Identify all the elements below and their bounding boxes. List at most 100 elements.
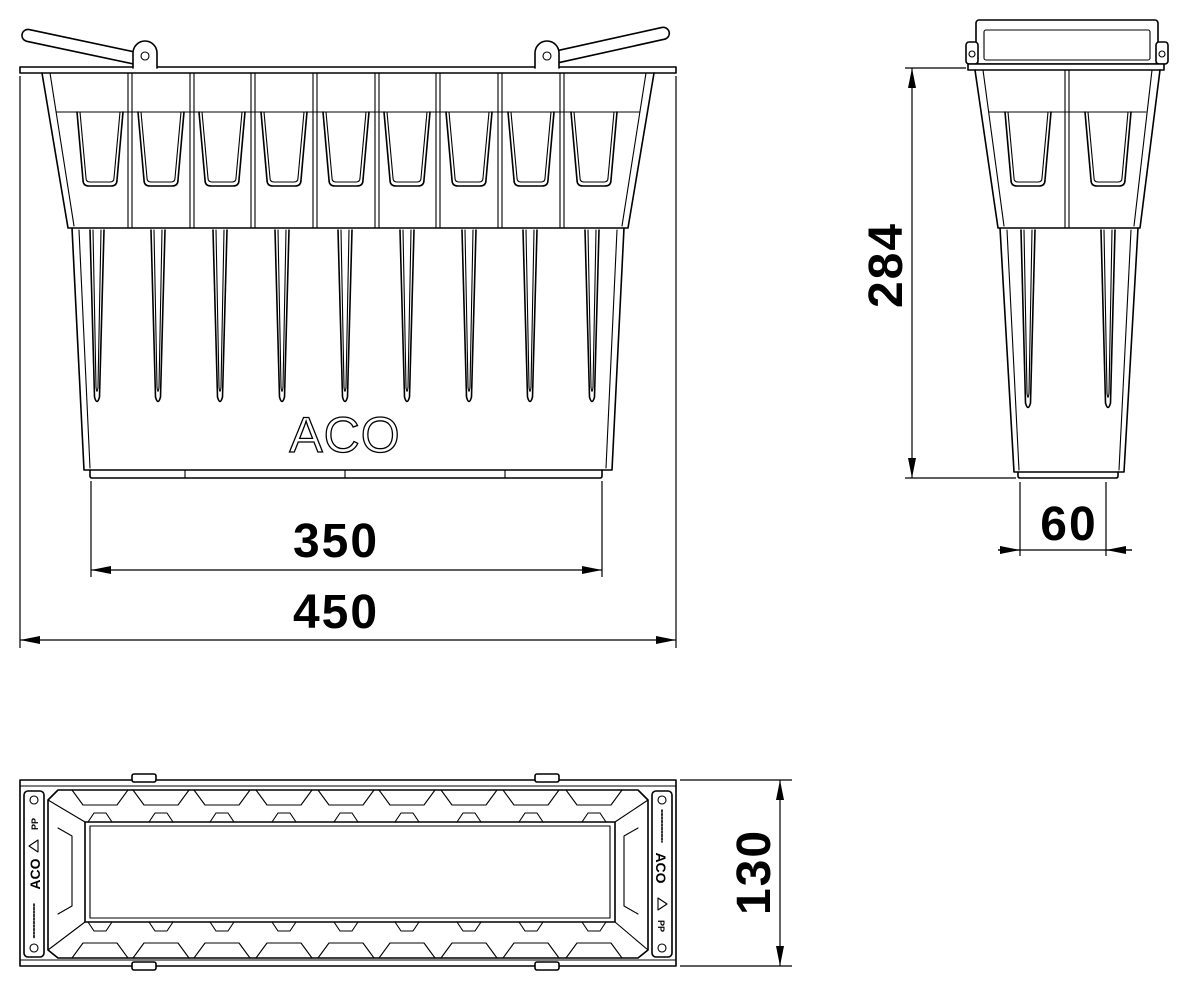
front-pocket [383, 111, 431, 187]
front-dividers [127, 72, 565, 229]
top-scallop-lower [378, 942, 436, 959]
front-rim [19, 66, 677, 74]
side-cap-right-lug [1155, 41, 1169, 65]
front-upper-body-inner-left [49, 72, 75, 227]
top-chamfer-bottom-right [614, 921, 649, 951]
top-clip-upper-left [131, 773, 157, 783]
front-slot-inner [215, 229, 225, 393]
top-clip-lower-left [131, 961, 157, 971]
front-pocket-inner [386, 111, 428, 183]
right-end-material-mark: PP [656, 920, 666, 932]
top-scallop-lower [255, 942, 313, 959]
top-rib-lower [148, 921, 174, 932]
dimension-130: 130 [680, 779, 792, 967]
top-scallop-lower [317, 942, 375, 959]
top-rib-upper [394, 812, 420, 823]
front-slot [89, 229, 105, 403]
side-slot-inner [1103, 229, 1113, 399]
front-view: ACO [19, 26, 677, 479]
top-chamfer-top-right [614, 799, 649, 823]
dim-130-label: 130 [728, 829, 781, 915]
front-slot [337, 229, 353, 403]
left-end-recycle-icon [28, 839, 39, 853]
side-pockets [1004, 111, 1132, 187]
top-rib-lower [87, 921, 113, 932]
side-pocket [1004, 111, 1052, 187]
top-scallop-upper [502, 789, 560, 806]
dim-350-label: 350 [293, 515, 379, 568]
top-rib-upper [148, 812, 174, 823]
right-handle-pivot [542, 51, 552, 61]
top-scallop-lower [440, 942, 498, 959]
front-slot-inner [92, 229, 102, 393]
top-scallops [71, 789, 623, 959]
side-base [1017, 471, 1119, 479]
dim-450-label: 450 [293, 586, 379, 639]
dimension-350: 350 [90, 481, 603, 577]
side-cap-right-pivot [1158, 50, 1166, 58]
front-pocket [76, 111, 124, 187]
top-rib-upper [456, 812, 482, 823]
front-pocket [570, 111, 618, 187]
right-end-logo: ACO [653, 852, 669, 883]
top-outer-frame [19, 779, 677, 967]
front-pocket-inner [573, 111, 615, 183]
top-left-end-panel: PP ACO [23, 790, 45, 958]
top-rib-lower [271, 921, 297, 932]
top-scallop-lower [193, 942, 251, 959]
front-slots [89, 229, 600, 403]
side-view [965, 19, 1169, 479]
front-pocket [322, 111, 370, 187]
top-scallop-upper [378, 789, 436, 806]
side-upper-body-outline [974, 69, 1161, 229]
top-rib-upper [518, 812, 544, 823]
left-end-plate [23, 790, 45, 958]
front-slot-inner [277, 229, 287, 393]
front-slot [522, 229, 538, 403]
dimension-60: 60 [998, 482, 1132, 556]
top-scallop-upper [71, 789, 129, 806]
top-clip-upper-right [534, 773, 560, 783]
side-rim [967, 63, 1165, 71]
top-rib-upper [87, 812, 113, 823]
front-right-handle [547, 26, 671, 65]
top-scallop-upper [317, 789, 375, 806]
top-side-rib-left [57, 827, 73, 915]
side-cap-inner [983, 29, 1151, 61]
top-chamfer-top-left [47, 799, 86, 823]
front-pocket [198, 111, 246, 187]
front-slot-inner [525, 229, 535, 393]
right-handle-bar [547, 26, 671, 65]
left-handle-pivot [140, 51, 150, 61]
side-dividers [1064, 69, 1070, 229]
front-pocket [137, 111, 185, 187]
front-pocket-inner [325, 111, 367, 183]
side-cap-left-pivot [968, 50, 976, 58]
front-slot [150, 229, 166, 403]
left-end-screw-bottom [29, 943, 39, 953]
top-rib-lower [456, 921, 482, 932]
top-scallop-lower [71, 942, 129, 959]
front-pocket-inner [448, 111, 490, 183]
front-slot [212, 229, 228, 403]
side-pocket-inner [1087, 111, 1129, 183]
front-slot-inner [153, 229, 163, 393]
left-end-screw-top [29, 795, 39, 805]
front-slot [274, 229, 290, 403]
front-upper-body-inner-right [621, 72, 647, 227]
front-lower-body-inner-right [605, 229, 618, 469]
top-rib-lower [333, 921, 359, 932]
top-inner-frame [47, 789, 649, 959]
side-slot-inner [1023, 229, 1033, 399]
top-right-end-panel: ACO PP [651, 790, 673, 958]
right-end-recycle-icon [657, 897, 668, 911]
top-clip-lower-right [534, 961, 560, 971]
top-scallop-upper [255, 789, 313, 806]
top-rib-upper [209, 812, 235, 823]
front-pocket-inner [140, 111, 182, 183]
top-scallop-upper [440, 789, 498, 806]
front-logo: ACO [289, 407, 400, 463]
top-rib-upper [333, 812, 359, 823]
top-rib-lower [394, 921, 420, 932]
